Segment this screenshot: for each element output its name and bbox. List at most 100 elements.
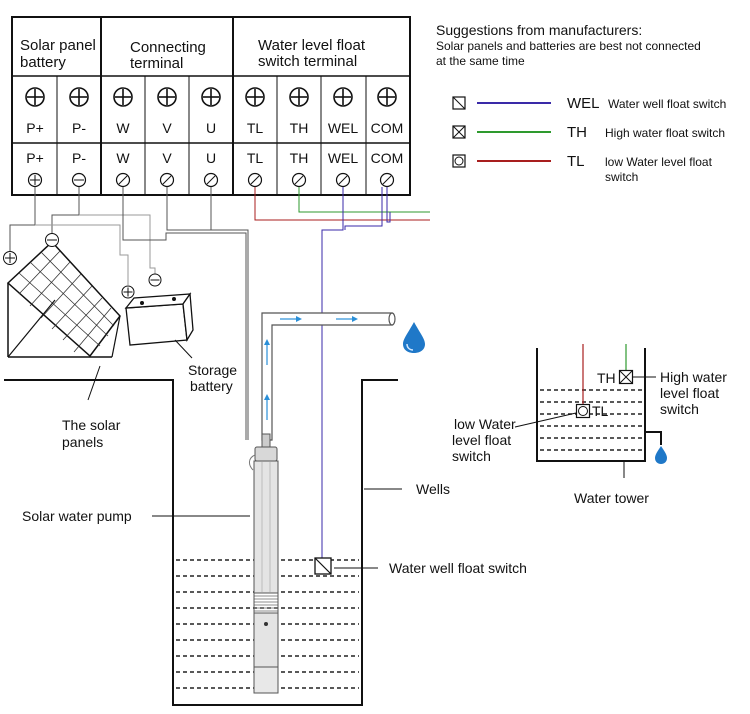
well-float-switch-icon bbox=[314, 557, 332, 575]
pump-label: Solar water pump bbox=[22, 508, 132, 524]
slot-screw-icon bbox=[335, 172, 351, 188]
terminal-label-u-bottom: U bbox=[206, 150, 216, 166]
terminal-label-tl-bottom: TL bbox=[247, 150, 264, 166]
water-pipe bbox=[261, 312, 396, 441]
solar-water-pump bbox=[249, 433, 279, 694]
manufacturer-notes: Suggestions from manufacturers: Solar pa… bbox=[436, 22, 701, 68]
legend-code-tl: TL bbox=[567, 153, 585, 170]
terminal-label-com-top: COM bbox=[371, 120, 404, 136]
screw-terminal-icon bbox=[113, 87, 133, 107]
screw-terminal-icon bbox=[377, 87, 397, 107]
legend-item-tl: TL low Water level float switch bbox=[452, 153, 713, 184]
wells-label: Wells bbox=[416, 481, 450, 497]
notes-title: Suggestions from manufacturers: bbox=[436, 22, 642, 38]
slot-screw-icon bbox=[159, 172, 175, 188]
terminal-label-w-top: W bbox=[116, 120, 130, 136]
slot-screw-icon bbox=[379, 172, 395, 188]
terminal-bottom-row bbox=[27, 172, 395, 188]
screw-terminal-icon bbox=[333, 87, 353, 107]
controller-box: Solar panel battery Connecting terminal … bbox=[11, 16, 411, 196]
plus-terminal-icon bbox=[27, 172, 43, 188]
terminal-label-v-bottom: V bbox=[162, 150, 172, 166]
header-float-line1: Water level float bbox=[258, 37, 366, 54]
legend-desc-tl-line2: switch bbox=[605, 170, 638, 184]
terminal-label-com-bottom: COM bbox=[371, 150, 404, 166]
tower-high-label-line2: level float bbox=[660, 385, 719, 401]
minus-terminal-icon bbox=[71, 172, 87, 188]
tower-high-label-line1: High water bbox=[660, 369, 727, 385]
wire-wel bbox=[321, 187, 344, 560]
slot-screw-icon bbox=[203, 172, 219, 188]
float-switch-circle-icon bbox=[452, 154, 466, 168]
screw-terminal-icon bbox=[69, 87, 89, 107]
slot-screw-icon bbox=[247, 172, 263, 188]
terminal-label-p-minus-top: P- bbox=[72, 120, 86, 136]
legend-desc-th: High water float switch bbox=[605, 126, 725, 140]
wire-tl bbox=[254, 187, 430, 221]
screw-terminal-icon bbox=[25, 87, 45, 107]
tower-high-label-line3: switch bbox=[660, 401, 699, 417]
wire-p-plus bbox=[9, 187, 36, 252]
screw-terminal-icon bbox=[157, 87, 177, 107]
header-connecting-line1: Connecting bbox=[130, 39, 206, 56]
flow-arrows bbox=[264, 316, 358, 420]
water-tower bbox=[514, 344, 667, 478]
terminal-label-p-plus-bottom: P+ bbox=[26, 150, 44, 166]
tower-th-switch-icon bbox=[618, 369, 634, 385]
storage-battery bbox=[121, 273, 194, 359]
legend-item-wel: WEL Water well float switch bbox=[452, 95, 726, 112]
header-float-line2: switch terminal bbox=[258, 53, 357, 70]
terminal-label-w-bottom: W bbox=[116, 150, 130, 166]
terminal-label-th-bottom: TH bbox=[290, 150, 309, 166]
solar-panel bbox=[3, 233, 121, 358]
header-solar-line2: battery bbox=[20, 54, 66, 71]
legend-code-th: TH bbox=[567, 124, 587, 141]
wire-com-return bbox=[344, 187, 383, 230]
wire-w bbox=[122, 187, 247, 440]
legend-desc-wel: Water well float switch bbox=[608, 97, 726, 111]
water-drop-icon bbox=[403, 322, 425, 353]
storage-battery-label-line2: battery bbox=[190, 378, 233, 394]
battery-minus-icon bbox=[148, 273, 162, 287]
slot-screw-icon bbox=[115, 172, 131, 188]
tower-water-drop-icon bbox=[655, 446, 667, 464]
wire-th bbox=[298, 187, 430, 213]
tower-tl-label: TL bbox=[592, 403, 609, 419]
tower-th-label: TH bbox=[597, 370, 616, 386]
wire-com bbox=[386, 187, 391, 223]
float-switch-slash-icon bbox=[452, 96, 466, 110]
slot-screw-icon bbox=[291, 172, 307, 188]
solar-panels-label-line2: panels bbox=[62, 434, 103, 450]
legend-desc-tl-line1: low Water level float bbox=[605, 155, 713, 169]
solar-panels-label-line1: The solar bbox=[62, 417, 121, 433]
panel-plus-icon bbox=[3, 251, 17, 265]
float-switch-cross-icon bbox=[452, 125, 466, 139]
legend: WEL Water well float switch TH High wate… bbox=[452, 95, 726, 184]
tower-low-label-line3: switch bbox=[452, 448, 491, 464]
header-solar-line1: Solar panel bbox=[20, 37, 96, 54]
screw-terminal-icon bbox=[245, 87, 265, 107]
tower-tl-switch-icon bbox=[575, 403, 591, 419]
terminal-label-th-top: TH bbox=[290, 120, 309, 136]
terminal-label-u-top: U bbox=[206, 120, 216, 136]
solar-panels-pointer bbox=[87, 365, 101, 401]
screw-terminal-icon bbox=[289, 87, 309, 107]
water-tower-label: Water tower bbox=[574, 490, 649, 506]
notes-line2: at the same time bbox=[436, 54, 525, 68]
wire-v bbox=[166, 187, 249, 440]
terminal-label-wel-top: WEL bbox=[328, 120, 359, 136]
screw-terminal-icon bbox=[201, 87, 221, 107]
terminal-label-tl-top: TL bbox=[247, 120, 264, 136]
well-structure bbox=[4, 379, 398, 706]
legend-code-wel: WEL bbox=[567, 95, 600, 112]
well-float-label: Water well float switch bbox=[389, 560, 527, 576]
wire-battery-minus bbox=[79, 214, 156, 275]
panel-minus-icon bbox=[45, 233, 59, 247]
terminal-label-v-top: V bbox=[162, 120, 172, 136]
terminal-label-p-plus-top: P+ bbox=[26, 120, 44, 136]
notes-line1: Solar panels and batteries are best not … bbox=[436, 39, 701, 53]
wires bbox=[9, 187, 430, 560]
storage-battery-label-line1: Storage bbox=[188, 362, 237, 378]
legend-item-th: TH High water float switch bbox=[452, 124, 725, 141]
